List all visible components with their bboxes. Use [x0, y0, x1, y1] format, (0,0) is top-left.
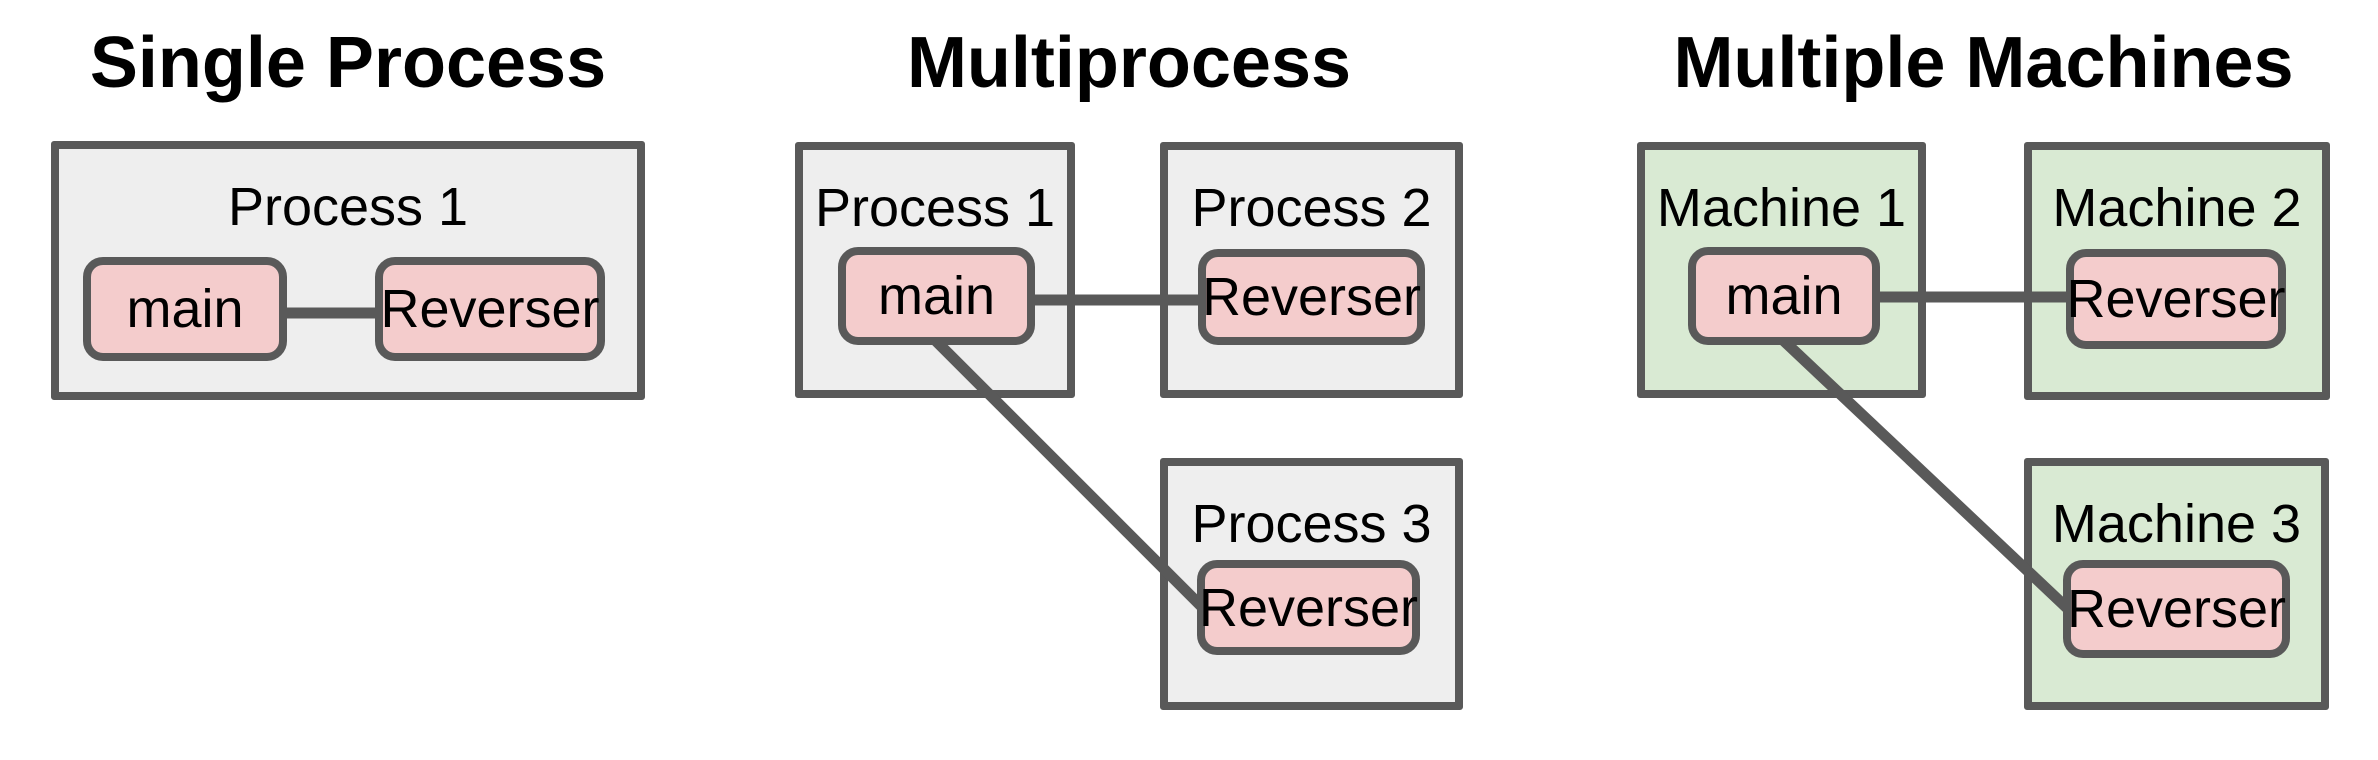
- node-multiprocess-reverser-p2: Reverser: [1198, 249, 1425, 345]
- container-label: Machine 3: [2051, 494, 2302, 554]
- node-single-main: main: [83, 257, 287, 361]
- node-multiprocess-main: main: [838, 247, 1035, 345]
- node-single-reverser: Reverser: [375, 257, 605, 361]
- container-label: Machine 2: [2052, 178, 2302, 238]
- container-label: Process 2: [1191, 178, 1432, 238]
- node-machines-reverser-m3: Reverser: [2063, 560, 2290, 658]
- node-machines-reverser-m2: Reverser: [2066, 249, 2286, 349]
- container-label: Process 3: [1191, 494, 1432, 554]
- node-multiprocess-reverser-p3: Reverser: [1197, 560, 1420, 655]
- title-single-process: Single Process: [89, 23, 607, 103]
- node-machines-main: main: [1688, 247, 1880, 345]
- title-multiple-machines: Multiple Machines: [1673, 23, 2294, 103]
- container-label: Machine 1: [1656, 178, 1907, 238]
- container-label: Process 1: [227, 177, 469, 237]
- container-label: Process 1: [814, 178, 1056, 238]
- title-multiprocess: Multiprocess: [906, 23, 1352, 103]
